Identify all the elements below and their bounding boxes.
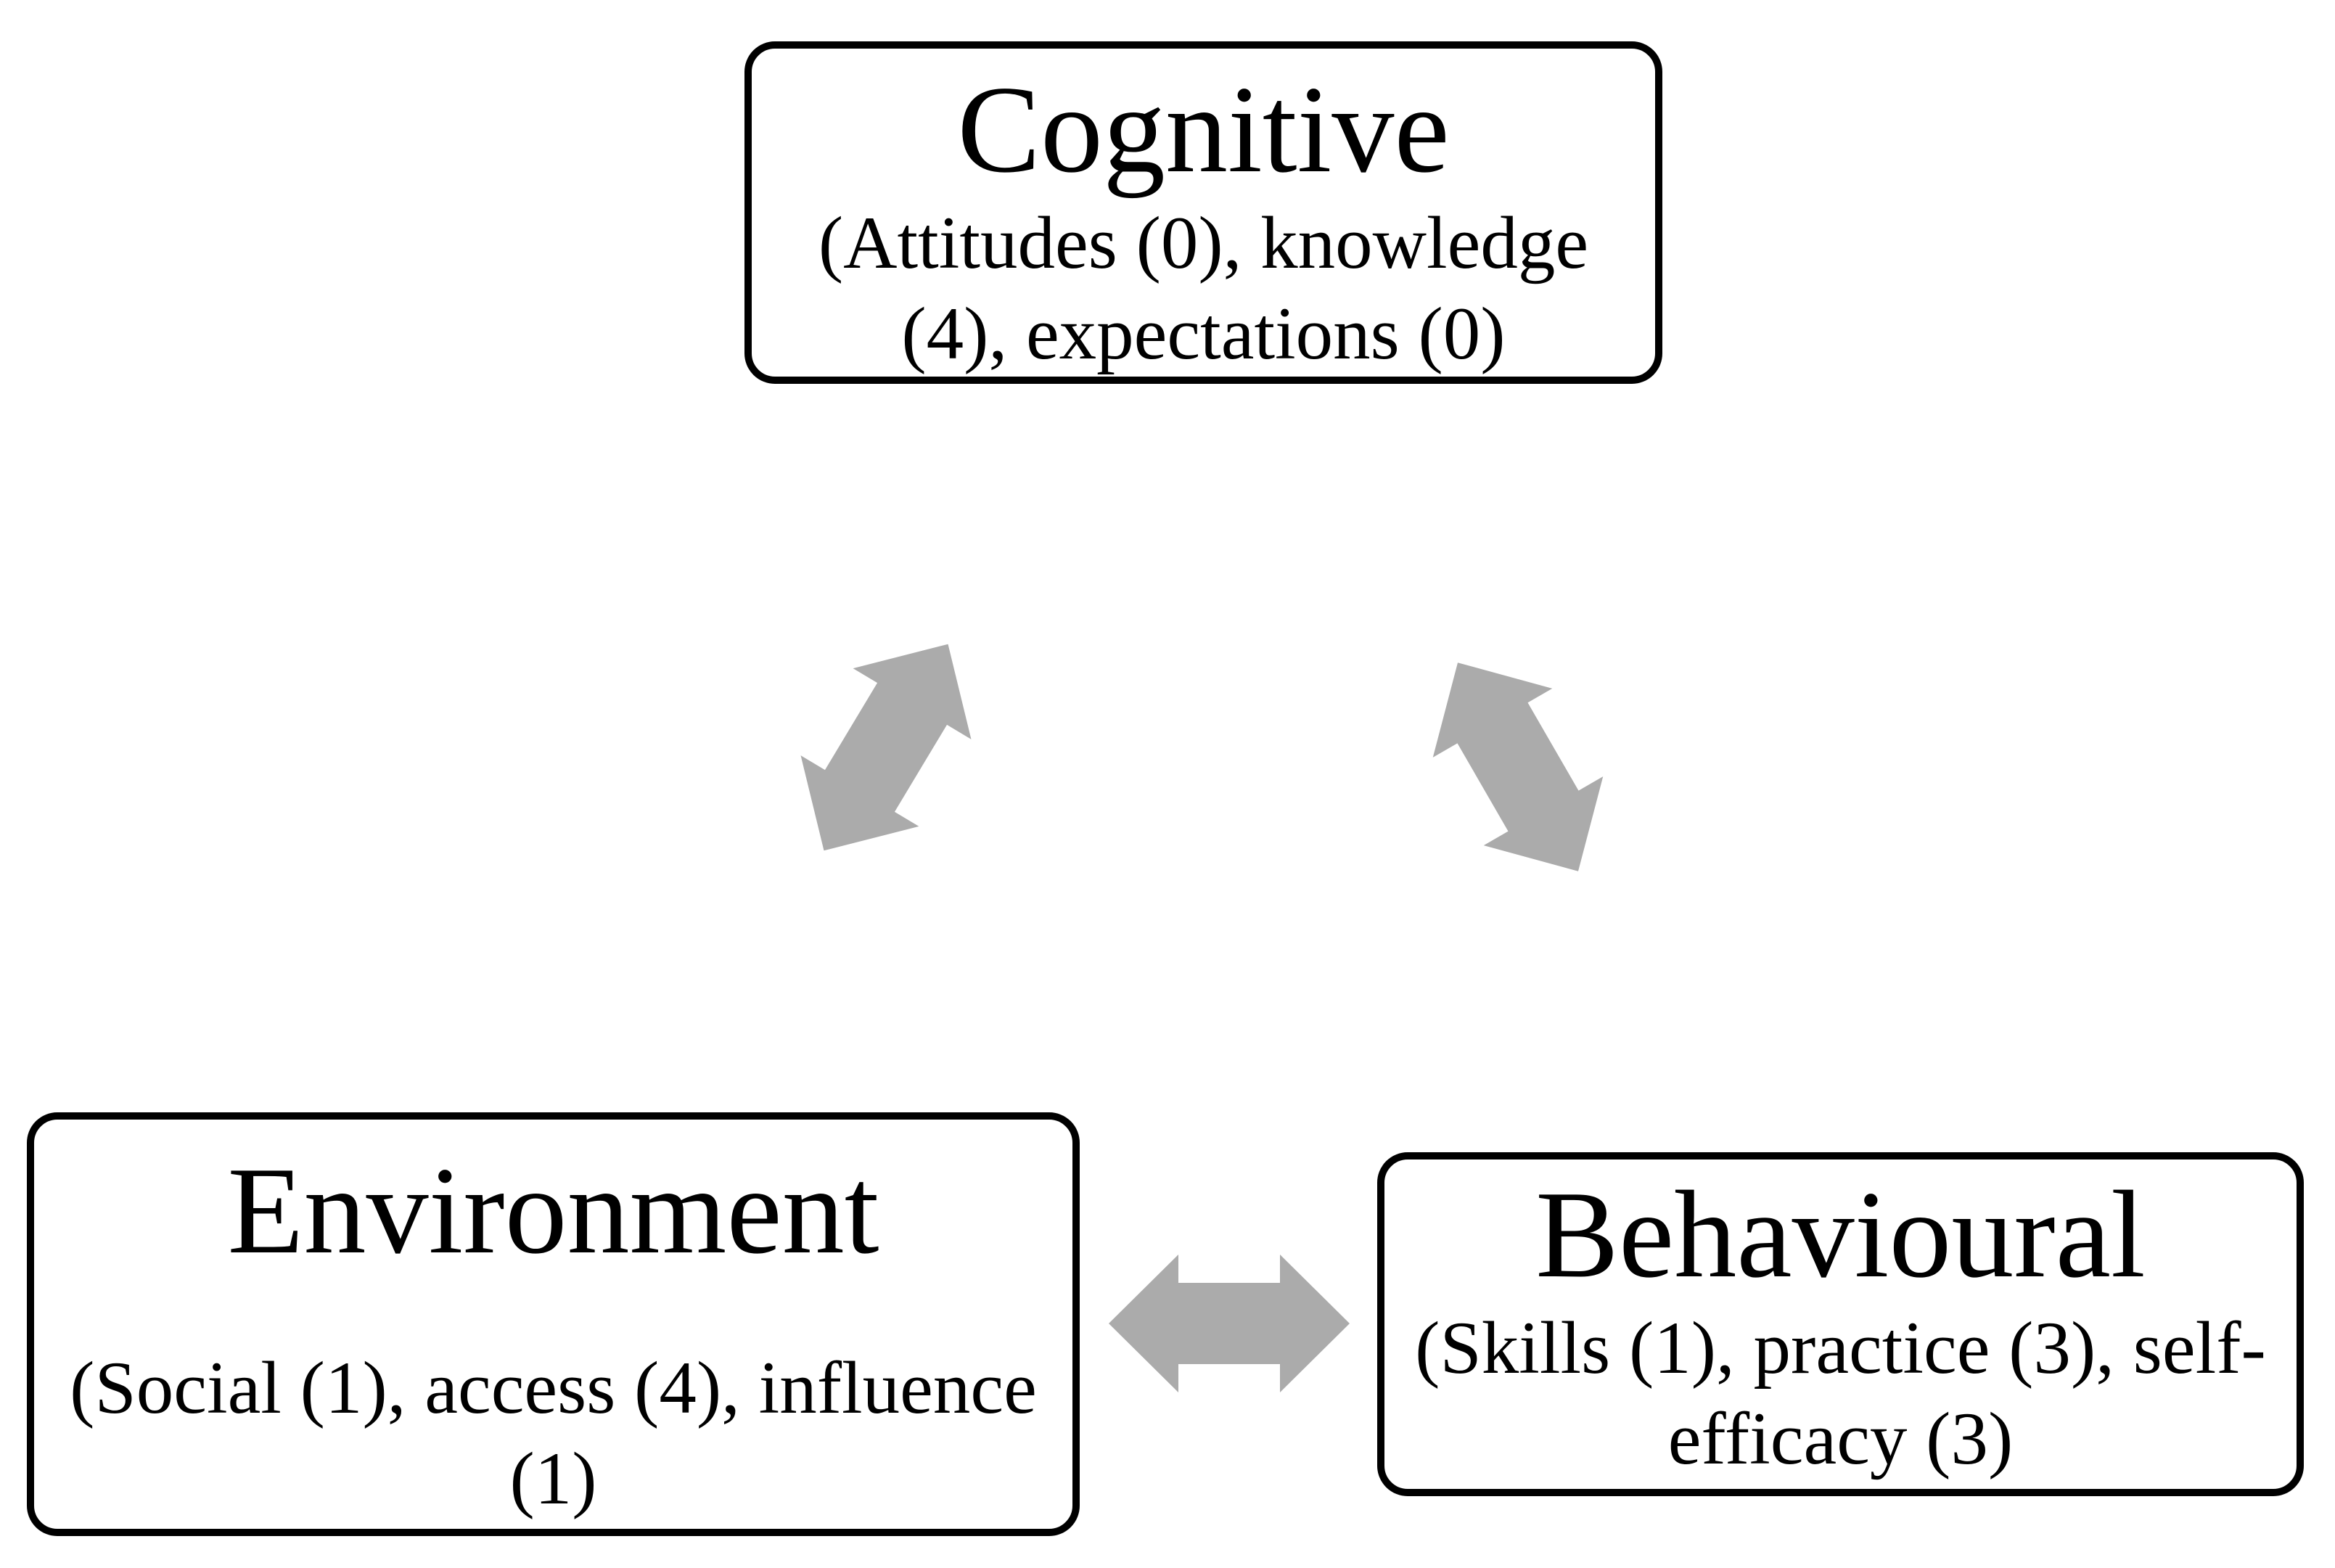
node-cognitive: Cognitive (Attitudes (0), knowledge (4),… [744, 41, 1662, 384]
node-environment-subtitle-line: (Social (1), access (4), influence [70, 1346, 1037, 1429]
node-environment-title: Environment [227, 1142, 879, 1280]
node-cognitive-title: Cognitive [957, 61, 1450, 199]
node-behavioural: Behavioural (Skills (1), practice (3), s… [1377, 1152, 2304, 1496]
node-environment-subtitle-line: (1) [509, 1437, 597, 1521]
double-arrow-cognitive-environment-icon [800, 644, 972, 851]
double-arrow-cognitive-behavioural-icon [1432, 662, 1604, 871]
node-environment-subtitle: (Social (1), access (4), influence (1) [70, 1343, 1037, 1525]
node-behavioural-title: Behavioural [1535, 1166, 2146, 1304]
double-arrow-environment-behavioural-icon [1109, 1255, 1350, 1392]
node-behavioural-subtitle: (Skills (1), practice (3), self- efficac… [1415, 1303, 2266, 1485]
node-environment: Environment (Social (1), access (4), inf… [27, 1112, 1080, 1536]
node-cognitive-subtitle-line: (Attitudes (0), knowledge [818, 201, 1589, 284]
node-cognitive-subtitle: (Attitudes (0), knowledge (4), expectati… [818, 198, 1588, 380]
node-cognitive-subtitle-line: (4), expectations (0) [901, 292, 1506, 376]
node-behavioural-subtitle-line: efficacy (3) [1667, 1397, 2014, 1481]
node-behavioural-subtitle-line: (Skills (1), practice (3), self- [1415, 1306, 2266, 1390]
